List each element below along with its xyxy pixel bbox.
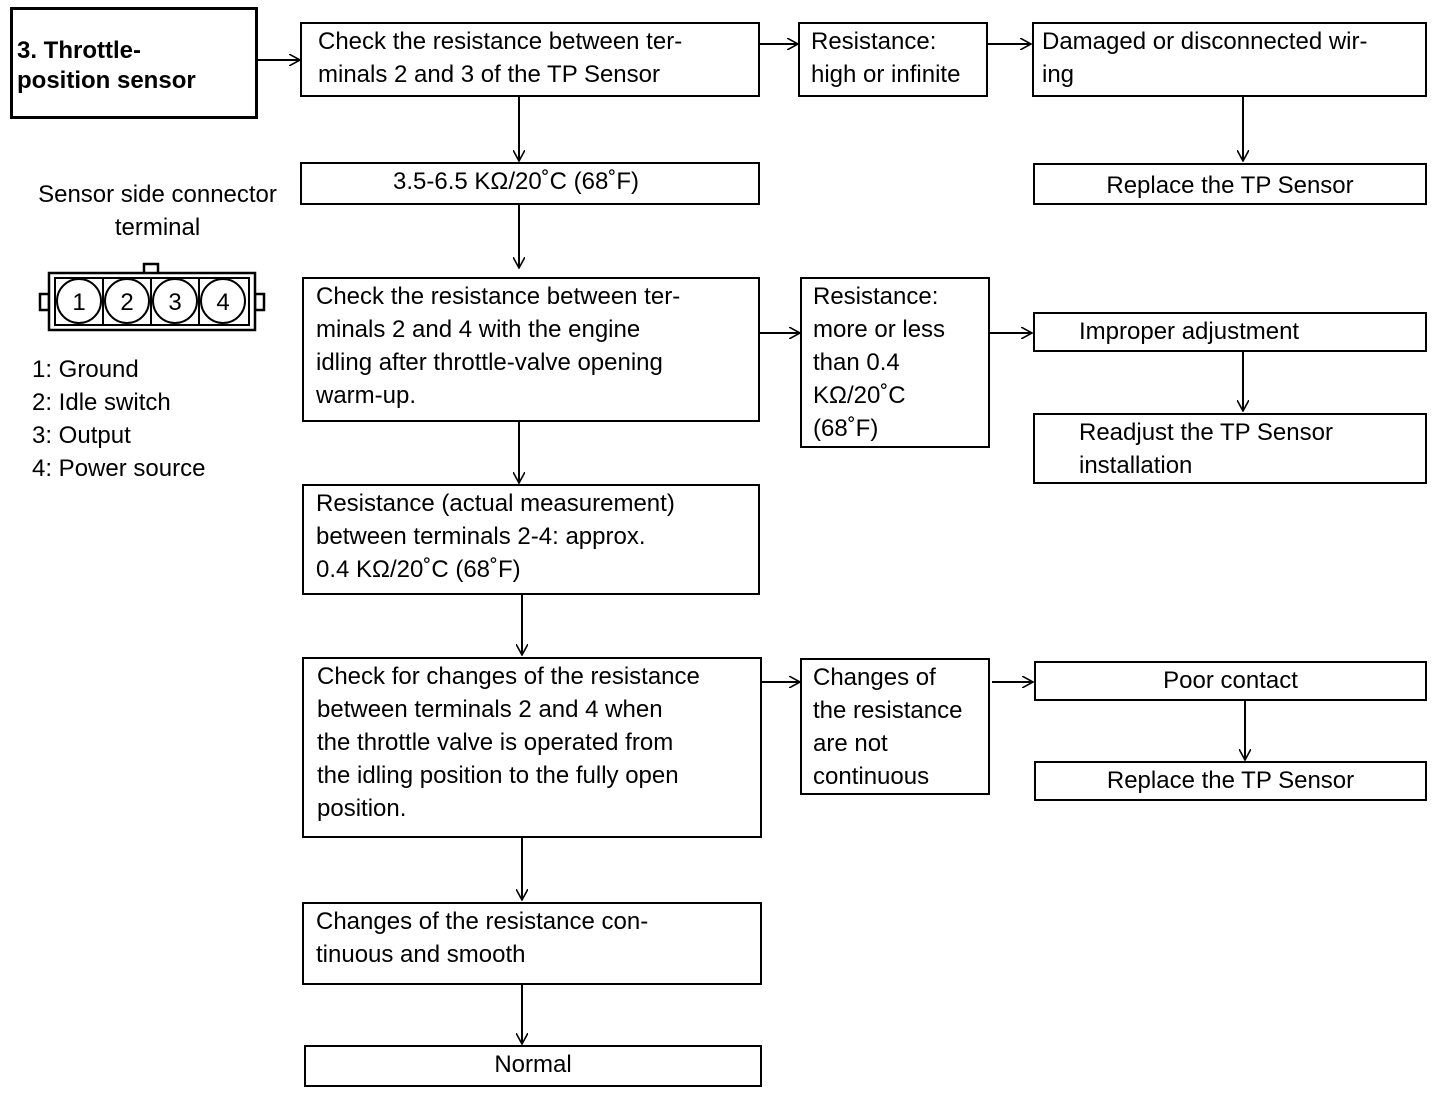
pin-circle-1 (56, 278, 102, 324)
action-replace-tp-sensor-2: Replace the TP Sensor (1034, 761, 1427, 801)
spec-resistance-2-3: 3.5-6.5 KΩ/20˚C (68˚F) (300, 162, 760, 205)
pin-circle-4 (200, 278, 246, 324)
pin-circle-3 (152, 278, 198, 324)
result-normal: Normal (304, 1045, 762, 1087)
action-replace-tp-sensor-1: Replace the TP Sensor (1033, 163, 1427, 205)
cause-poor-contact: Poor contact (1034, 661, 1427, 701)
condition-more-or-less-0-4: Resistance: more or less than 0.4 KΩ/20˚… (800, 277, 990, 448)
condition-not-continuous: Changes of the resistance are not contin… (800, 658, 990, 795)
pin-label: 2 (120, 289, 133, 316)
spec-resistance-2-4: Resistance (actual measurement) between … (302, 484, 760, 595)
legend-output: 3: Output (32, 422, 131, 449)
legend-power-source: 4: Power source (32, 455, 206, 482)
section-title: 3. Throttle- position sensor (10, 7, 258, 119)
condition-high-or-infinite: Resistance: high or infinite (798, 22, 988, 97)
result-continuous-smooth: Changes of the resistance con- tinuous a… (302, 902, 762, 985)
action-readjust-tp-sensor: Readjust the TP Sensor installation (1033, 413, 1427, 484)
cause-improper-adjustment: Improper adjustment (1033, 312, 1427, 352)
connector-caption: Sensor side connector terminal (38, 181, 277, 241)
step-check-resistance-changes: Check for changes of the resistance betw… (302, 657, 762, 838)
pin-label: 3 (168, 289, 181, 316)
pin-circle-2 (104, 278, 150, 324)
connector-latch-left (38, 292, 51, 312)
pin-label: 4 (216, 289, 229, 316)
connector-latch-right (253, 292, 266, 312)
step-check-terminals-2-3: Check the resistance between ter- minals… (300, 22, 760, 97)
cause-damaged-wiring: Damaged or disconnected wir- ing (1032, 22, 1427, 97)
step-check-terminals-2-4-idle: Check the resistance between ter- minals… (302, 277, 760, 422)
legend-ground: 1: Ground (32, 356, 139, 383)
legend-idle-switch: 2: Idle switch (32, 389, 171, 416)
connector-drawing (38, 262, 266, 332)
pin-label: 1 (72, 289, 85, 316)
